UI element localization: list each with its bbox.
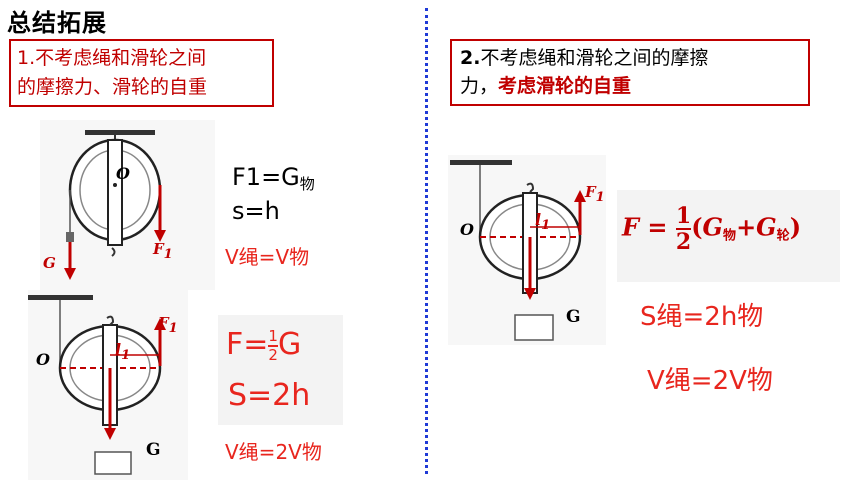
eq-frac-den: 2 xyxy=(675,229,692,255)
label-f: F xyxy=(158,314,169,332)
case1-line2: 的摩擦力、滑轮的自重 xyxy=(17,76,208,98)
label-l: l xyxy=(115,340,122,359)
eq-frac-den: 2 xyxy=(268,345,278,364)
movable-pulley-eq-distance: S=2h xyxy=(228,378,311,413)
label-l: l xyxy=(535,210,542,229)
eq-paren-close: ) xyxy=(789,212,802,242)
eq-f-sub: 物 xyxy=(299,175,315,193)
eq-frac-num: 1 xyxy=(675,203,692,229)
weighted-pulley-eq-speed: V绳=2V物 xyxy=(647,366,773,396)
eq-g1-sub: 物 xyxy=(723,228,737,244)
movable-pulley-label-g: G xyxy=(146,440,161,460)
case1-text-1: 不考虑绳和滑轮之间 xyxy=(35,47,207,69)
eq-g1: G xyxy=(702,212,724,242)
case2-number: 2. xyxy=(460,47,481,69)
fixed-pulley-label-g: G xyxy=(43,254,56,272)
eq-f-text: F1=G xyxy=(232,163,300,191)
case2-line2: 力，考虑滑轮的自重 xyxy=(460,72,800,100)
case1-number: 1. xyxy=(17,47,36,69)
weighted-pulley-eq-distance: S绳=2h物 xyxy=(640,302,764,332)
eq-f-suffix: G xyxy=(277,327,302,362)
fixed-pulley-eq-force: F1=G物 xyxy=(232,163,315,194)
eq-plus: + xyxy=(736,212,757,242)
fixed-pulley-eq-distance: s=h xyxy=(232,197,280,225)
label-l-sub: 1 xyxy=(121,348,131,363)
weighted-movable-pulley-diagram xyxy=(448,155,606,345)
movable-pulley-label-f1: F1 xyxy=(158,314,178,336)
movable-pulley-label-l1: l1 xyxy=(115,340,130,363)
weighted-pulley-eq-panel xyxy=(617,190,840,282)
label-l-sub: 1 xyxy=(541,218,551,233)
fixed-pulley-eq-speed: V绳=V物 xyxy=(225,245,310,269)
weighted-pulley-label-g: G xyxy=(566,307,581,327)
movable-pulley-eq-speed: V绳=2V物 xyxy=(225,440,322,464)
movable-pulley-label-o: O xyxy=(36,350,50,369)
label-f-sub: 1 xyxy=(163,247,173,262)
label-f: F xyxy=(153,240,164,258)
section-divider xyxy=(425,8,428,474)
eq-f-prefix: F= xyxy=(226,327,269,362)
case2-text-1: 不考虑绳和滑轮之间的摩擦 xyxy=(480,47,709,69)
fixed-pulley-label-f1: F1 xyxy=(153,240,173,262)
movable-pulley-eq-panel xyxy=(218,315,343,425)
label-f: F xyxy=(585,183,596,201)
eq-g2-sub: 轮 xyxy=(776,228,790,244)
fixed-pulley-diagram xyxy=(40,120,215,290)
eq-g2: G xyxy=(756,212,777,242)
page-title: 总结拓展 xyxy=(7,9,107,37)
label-f-sub: 1 xyxy=(595,190,605,205)
eq-f-prefix: F = xyxy=(622,212,668,242)
eq-frac-num: 1 xyxy=(268,326,278,345)
fixed-pulley-label-o: O xyxy=(116,164,130,183)
label-f-sub: 1 xyxy=(168,321,178,336)
eq-frac-bar xyxy=(675,228,692,230)
case2-condition-box: 2.不考虑绳和滑轮之间的摩擦 力，考虑滑轮的自重 xyxy=(450,39,810,106)
case1-condition-box: 1.不考虑绳和滑轮之间 的摩擦力、滑轮的自重 xyxy=(9,39,274,107)
weighted-pulley-label-o: O xyxy=(460,220,474,239)
case2-text-highlight: 考虑滑轮的自重 xyxy=(498,75,632,97)
weighted-pulley-label-f1: F1 xyxy=(585,183,605,205)
movable-pulley-diagram xyxy=(28,290,188,480)
case2-text-prefix: 力， xyxy=(460,75,499,97)
eq-frac-bar xyxy=(268,344,278,347)
weighted-pulley-label-l1: l1 xyxy=(535,210,550,233)
case2-line1: 2.不考虑绳和滑轮之间的摩擦 xyxy=(460,44,800,72)
eq-paren-open: ( xyxy=(691,212,703,242)
case1-line1: 1.不考虑绳和滑轮之间 xyxy=(17,44,266,73)
